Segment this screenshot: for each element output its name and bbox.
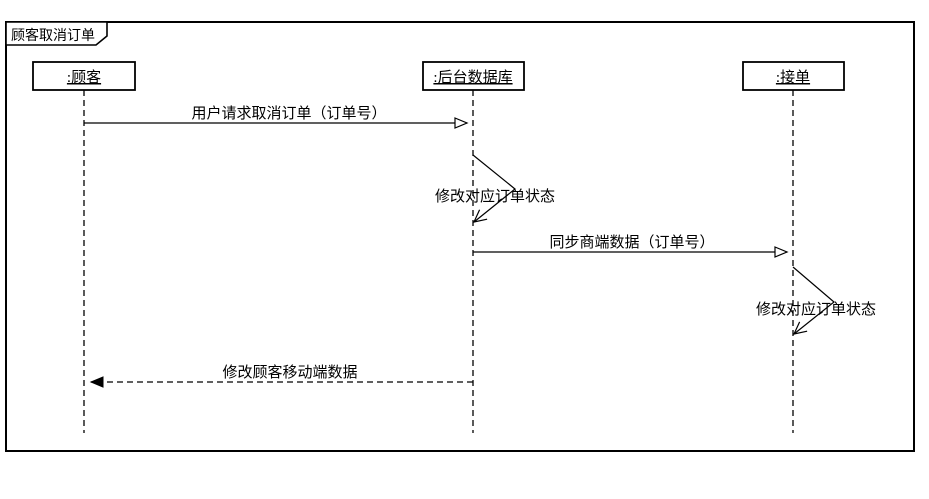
lifeline-name-customer: :顾客 [67, 69, 101, 86]
frame-border [5, 21, 915, 452]
message-3-label: 同步商端数据（订单号） [549, 234, 714, 251]
frame-label-tab [5, 21, 108, 46]
message-1-label: 用户请求取消订单（订单号） [191, 105, 386, 122]
message-2-label: 修改对应订单状态 [435, 187, 555, 205]
frame-label: 顾客取消订单 [11, 27, 95, 44]
lifeline-name-database: :后台数据库 [433, 69, 512, 86]
message-4-self-line [792, 266, 835, 335]
lifeline-head-database [422, 61, 525, 91]
lifeline-name-order-taker: :接单 [776, 69, 810, 86]
message-2-self-line [472, 154, 516, 223]
lifeline-head-order-taker [742, 61, 845, 91]
message-4-label: 修改对应订单状态 [756, 300, 876, 318]
lifeline-head-customer [32, 61, 136, 91]
message-5-label: 修改顾客移动端数据 [222, 364, 357, 381]
